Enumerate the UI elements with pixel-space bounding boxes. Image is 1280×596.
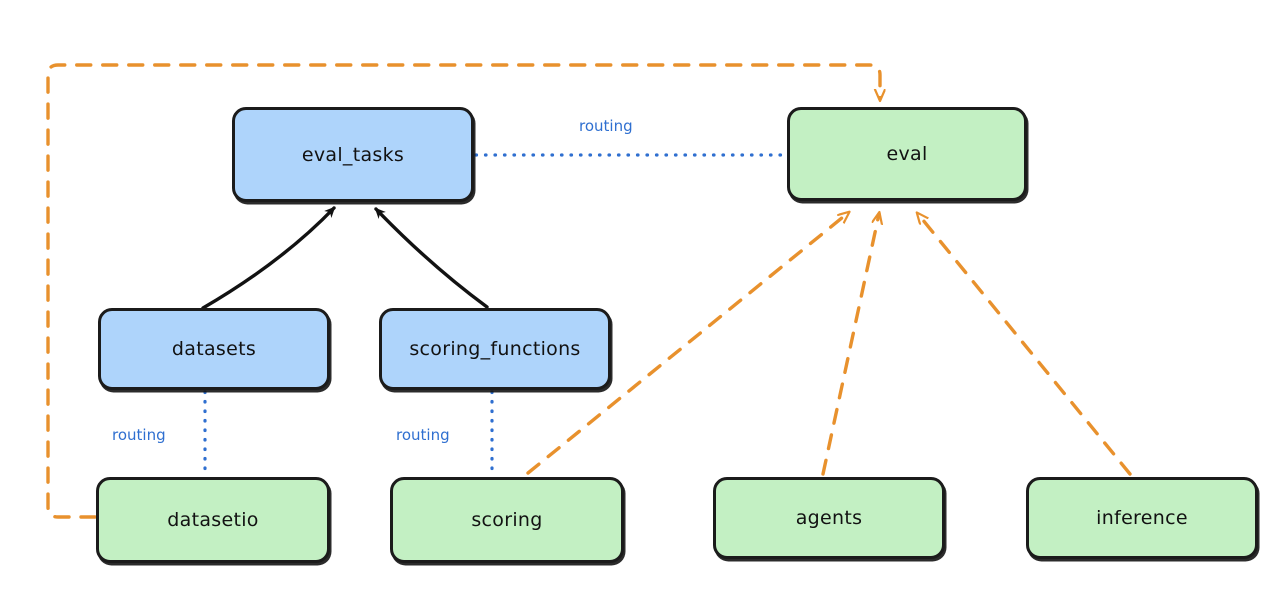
node-label: scoring (471, 509, 543, 531)
node-label: eval_tasks (301, 143, 405, 166)
edge-datasetio-eval (46, 63, 880, 519)
edge-scoring-eval (526, 213, 848, 475)
edge-scoring_functions-eval_tasks (374, 207, 489, 309)
edge-datasets-eval_tasks (201, 206, 336, 310)
node-datasetio[interactable]: datasetio (96, 477, 330, 563)
node-label: scoring_functions (409, 338, 581, 360)
edge-inference-eval (918, 214, 1132, 476)
node-scoring[interactable]: scoring (390, 477, 624, 563)
node-inference[interactable]: inference (1026, 477, 1258, 559)
node-eval[interactable]: eval (787, 107, 1027, 201)
edge-label-routing-eval: routing (579, 117, 633, 135)
node-label: eval (886, 143, 928, 165)
node-label: datasetio (167, 509, 259, 531)
node-agents[interactable]: agents (713, 477, 945, 559)
edge-label-routing-scoring: routing (396, 426, 450, 444)
node-datasets[interactable]: datasets (98, 308, 330, 390)
node-eval-tasks[interactable]: eval_tasks (232, 107, 474, 202)
node-scoring-functions[interactable]: scoring_functions (379, 308, 611, 390)
node-label: agents (795, 507, 863, 529)
node-label: inference (1096, 507, 1188, 529)
edge-agents-eval (821, 214, 879, 476)
edge-label-routing-datasetio: routing (112, 426, 166, 444)
node-label: datasets (171, 338, 257, 360)
